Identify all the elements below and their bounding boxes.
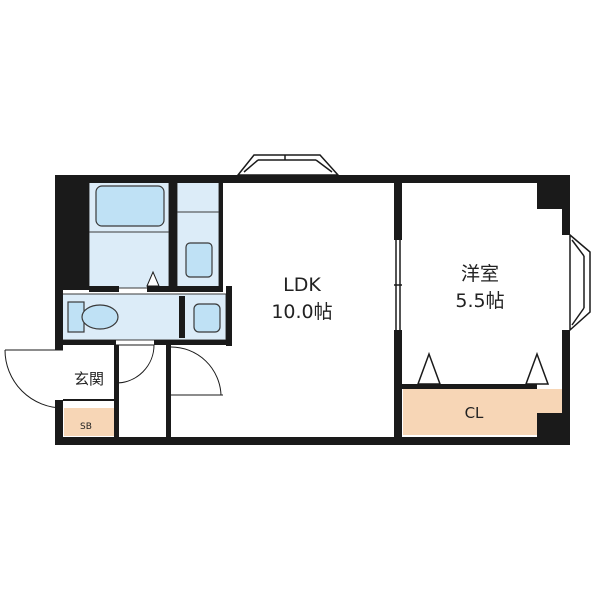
wash-basin-icon — [193, 303, 221, 333]
entrance-door[interactable] — [4, 349, 64, 409]
closet-doors[interactable] — [416, 351, 550, 385]
ldk-size-label: 10.0帖 — [271, 301, 332, 323]
shoe-box-label: SB — [80, 422, 92, 432]
ldk-label: LDK — [283, 274, 321, 296]
washroom-partition — [179, 296, 185, 338]
interior-walls — [62, 175, 537, 445]
top-bay-window — [236, 154, 340, 176]
closet-label: CL — [465, 404, 484, 422]
right-bay-window — [569, 233, 591, 332]
outer-walls — [55, 175, 570, 445]
western-room-size-label: 5.5帖 — [455, 290, 504, 312]
sliding-door-ldk-western[interactable] — [394, 240, 402, 330]
wall-columns — [63, 183, 562, 437]
toilet-bowl-icon — [81, 304, 119, 330]
bathroom-door-marker[interactable] — [146, 270, 160, 287]
washroom-door[interactable] — [115, 344, 155, 384]
sink-icon — [185, 242, 213, 278]
western-room-label: 洋室 — [461, 263, 499, 285]
closet-area — [403, 389, 563, 435]
bathtub-icon — [95, 185, 165, 227]
ldk-door[interactable] — [170, 346, 223, 396]
shoe-box-area — [64, 408, 114, 436]
entrance-label: 玄関 — [74, 370, 104, 388]
